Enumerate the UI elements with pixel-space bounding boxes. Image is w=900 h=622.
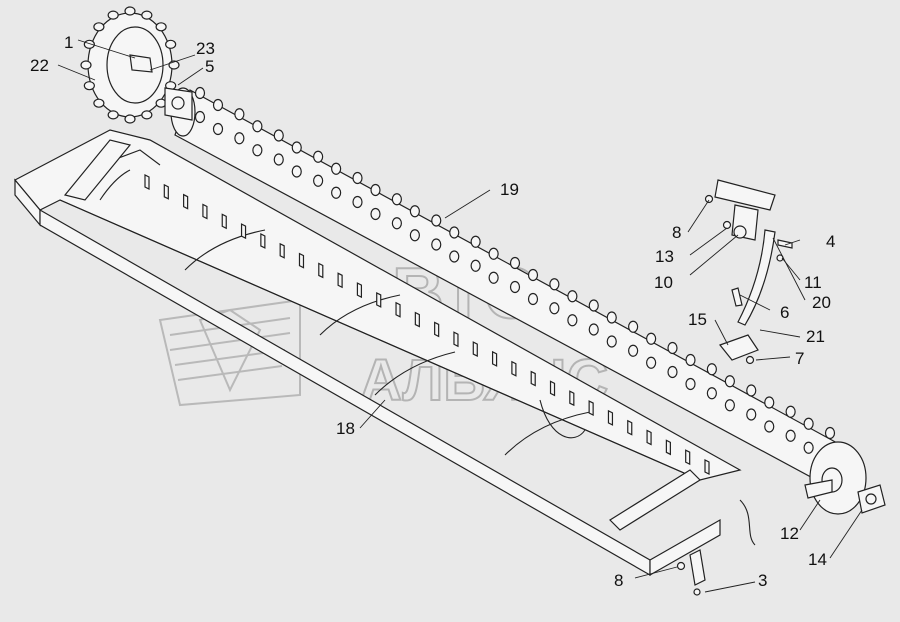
callout-18: 18 [336, 419, 355, 438]
callout-21: 21 [806, 327, 825, 346]
callout-5: 5 [205, 57, 214, 76]
callout-23: 23 [196, 39, 215, 58]
lower-scraper [676, 549, 706, 596]
callout-11: 11 [804, 273, 822, 292]
end-flange [804, 441, 867, 515]
callout-4: 4 [826, 232, 835, 251]
callout-10: 10 [654, 273, 673, 292]
callout-3: 3 [758, 571, 767, 590]
sprocket-wheel [80, 6, 180, 124]
callout-14: 14 [808, 550, 827, 569]
bearing-housing-left [164, 87, 193, 121]
callout-6: 6 [780, 303, 789, 322]
callout-8-lower: 8 [614, 571, 623, 590]
callout-8-upper: 8 [672, 223, 681, 242]
callout-1: 1 [64, 33, 73, 52]
callout-7: 7 [795, 349, 804, 368]
drum-studs [194, 86, 836, 464]
callout-19: 19 [500, 180, 519, 199]
callout-20: 20 [812, 293, 831, 312]
callout-labels: 1 23 22 5 19 8 4 13 10 11 6 20 15 21 7 1… [30, 33, 835, 590]
leader-lines [57, 39, 863, 593]
roller-drum [170, 86, 851, 491]
scraper-assembly [704, 179, 793, 365]
callout-12: 12 [780, 524, 799, 543]
callout-22: 22 [30, 56, 49, 75]
callout-15: 15 [688, 310, 707, 329]
frame-brackets [144, 174, 710, 475]
frame [14, 129, 756, 577]
bearing-housing-right [857, 484, 886, 514]
callout-13: 13 [655, 247, 674, 266]
